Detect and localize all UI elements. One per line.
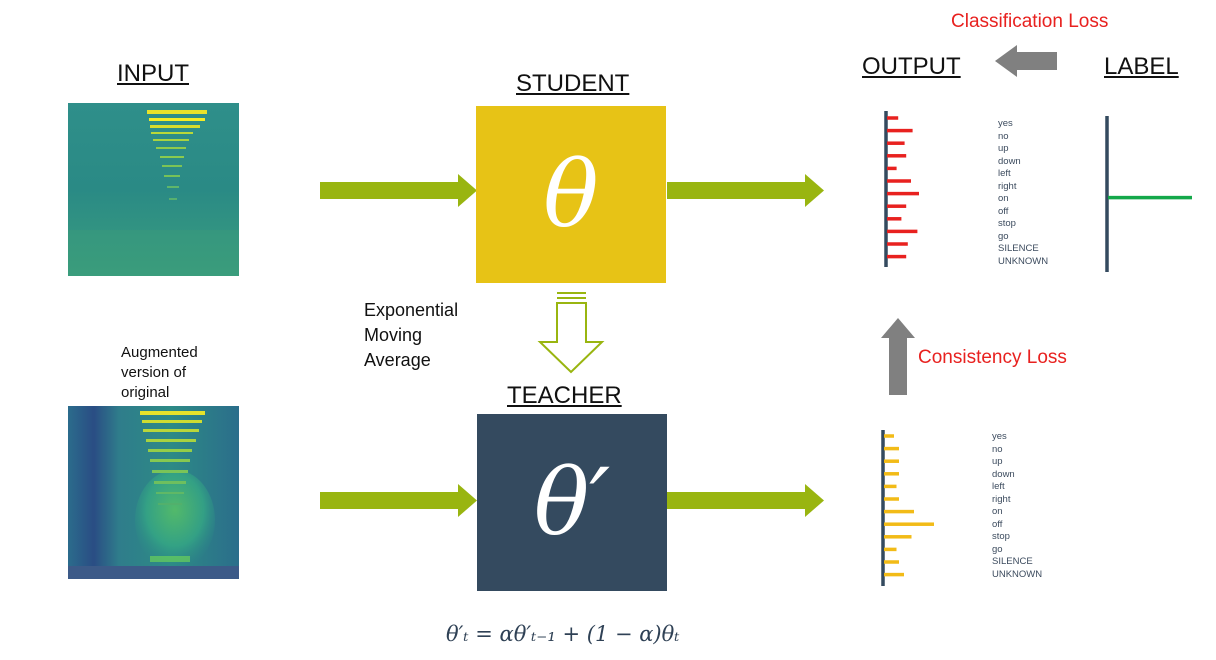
output-heading: OUTPUT <box>862 53 961 80</box>
teacher-output-plot <box>881 430 934 586</box>
teacher-class-label: stop <box>992 531 1010 542</box>
augmented-line-2: version of <box>121 364 187 381</box>
teacher-output-bar <box>884 484 897 489</box>
ema-line-3: Average <box>364 350 431 370</box>
student-class-label: right <box>998 180 1017 192</box>
teacher-class-label: left <box>992 481 1005 492</box>
teacher-output-bar <box>884 459 899 463</box>
student-class-label: left <box>998 168 1011 179</box>
student-class-label: off <box>998 205 1009 217</box>
ema-line-1: Exponential <box>364 300 459 320</box>
teacher-output-bar <box>884 509 914 514</box>
ema-formula: θ′ₜ = αθ′ₜ₋₁ + (1 − α)θₜ <box>446 622 680 646</box>
teacher-output-bar <box>884 547 897 552</box>
student-class-label: stop <box>998 218 1016 229</box>
teacher-output-bar <box>884 497 899 501</box>
teacher-class-label: right <box>992 493 1011 505</box>
student-output-bar <box>887 191 919 196</box>
input-spectrogram <box>68 103 239 276</box>
teacher-output-bar <box>884 522 934 526</box>
teacher-class-label: UNKNOWN <box>992 568 1043 580</box>
student-class-label: yes <box>998 118 1013 129</box>
classification-loss-arrow <box>995 45 1057 77</box>
flow-arrow-student-to-output <box>667 174 824 207</box>
augmented-line-3: original <box>121 384 170 401</box>
student-output-bar <box>887 166 897 171</box>
teacher-class-label: no <box>992 443 1003 455</box>
student-theta-symbol: θ <box>543 141 599 248</box>
teacher-heading: TEACHER <box>507 382 622 409</box>
teacher-output-bar <box>884 535 912 539</box>
student-class-label: UNKNOWN <box>998 255 1049 267</box>
teacher-output-bar <box>884 560 899 564</box>
student-output-plot <box>884 111 919 267</box>
teacher-theta-symbol: θ′ <box>533 449 611 556</box>
teacher-output-bar <box>884 572 904 577</box>
teacher-class-label: off <box>992 518 1003 530</box>
student-heading: STUDENT <box>516 70 630 97</box>
flow-arrow-input-to-student <box>320 174 477 207</box>
input-heading: INPUT <box>117 60 189 87</box>
student-class-label: up <box>998 143 1009 154</box>
student-output-bar <box>887 229 918 234</box>
student-class-label: no <box>998 130 1009 142</box>
consistency-loss-label: Consistency Loss <box>918 347 1067 368</box>
ema-caption: Exponential Moving Average <box>364 298 458 373</box>
ema-arrow <box>537 292 605 374</box>
augmented-spectrogram <box>68 406 239 579</box>
label-plot <box>1105 116 1192 272</box>
student-class-label: go <box>998 230 1009 242</box>
consistency-loss-arrow <box>881 318 915 395</box>
student-output-bar <box>887 154 907 158</box>
teacher-output-bar <box>884 446 899 451</box>
flow-arrow-input-to-teacher <box>320 484 477 517</box>
teacher-class-label: down <box>992 468 1015 480</box>
student-output-bar <box>887 116 899 120</box>
student-output-bar <box>887 128 913 133</box>
label-bar <box>1108 195 1192 200</box>
classification-loss-label: Classification Loss <box>951 11 1109 32</box>
augmented-caption: Augmented version of original <box>121 343 198 403</box>
student-output-bar <box>887 217 902 221</box>
teacher-model-box: θ′ <box>477 414 667 591</box>
teacher-class-label: go <box>992 543 1003 555</box>
teacher-class-label: SILENCE <box>992 556 1033 567</box>
label-heading: LABEL <box>1104 53 1179 80</box>
ema-line-2: Moving <box>364 325 423 345</box>
student-class-label: down <box>998 155 1021 167</box>
student-class-label: on <box>998 193 1009 204</box>
teacher-output-bar <box>884 434 894 438</box>
teacher-output-bar <box>884 472 899 476</box>
student-output-bar <box>887 204 907 208</box>
augmented-line-1: Augmented <box>121 344 198 361</box>
student-output-bar <box>887 242 908 246</box>
student-output-bar <box>887 141 905 145</box>
flow-arrow-teacher-to-output <box>667 484 824 517</box>
student-class-label: SILENCE <box>998 243 1039 254</box>
teacher-class-label: up <box>992 456 1003 467</box>
student-output-bar <box>887 254 907 259</box>
student-output-bar <box>887 179 911 183</box>
teacher-class-label: on <box>992 506 1003 517</box>
student-model-box: θ <box>476 106 666 283</box>
teacher-class-label: yes <box>992 431 1007 442</box>
